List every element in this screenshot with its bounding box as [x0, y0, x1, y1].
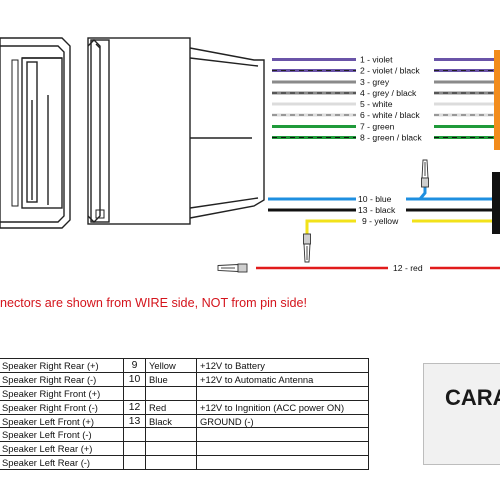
wiring-diagram: 1 - violet 2 - violet / black 3 - grey 4… — [0, 37, 500, 273]
pin-color — [145, 441, 197, 457]
pin-number — [123, 427, 146, 443]
wire-label-13: 13 - black — [358, 205, 396, 215]
wire-label-7: 7 - green — [360, 122, 395, 132]
table-row: Speaker Right Front (+) — [0, 385, 369, 401]
pin-number: 12 — [123, 399, 146, 415]
pin-color — [145, 385, 197, 401]
brand-panel — [423, 363, 500, 465]
table-row: Speaker Right Rear (-) 10 Blue +12V to A… — [0, 371, 369, 387]
pin-number — [123, 441, 146, 457]
pin-function: Speaker Left Front (-) — [0, 427, 124, 443]
connector-housing-left — [0, 37, 71, 229]
table-row: Speaker Left Front (+) 13 Black GROUND (… — [0, 413, 369, 429]
table-row: Speaker Right Front (-) 12 Red +12V to I… — [0, 399, 369, 415]
pin-number — [123, 385, 146, 401]
wire-label-3: 3 - grey — [360, 77, 390, 87]
pin-color — [145, 455, 197, 471]
wire-10-branch — [418, 186, 427, 200]
pin-function: Speaker Right Rear (+) — [0, 358, 124, 373]
wire-label-5: 5 - white — [360, 99, 393, 109]
connector-housing-right — [87, 37, 265, 225]
wire-label-8: 8 - green / black — [360, 133, 422, 143]
wire-label-6: 6 - white / black — [360, 110, 420, 120]
pin-description: +12V to Automatic Antenna — [196, 371, 369, 387]
wire-side-warning: nectors are shown from WIRE side, NOT fr… — [0, 296, 308, 310]
wire-label-4: 4 - grey / black — [360, 88, 417, 98]
pin-assignment-table: Speaker Right Rear (+) 9 Yellow +12V to … — [0, 358, 369, 471]
pin-function: Speaker Left Rear (-) — [0, 455, 124, 471]
pin-function: Speaker Right Front (-) — [0, 399, 124, 415]
pin-number: 10 — [123, 371, 146, 387]
wire-labels-top: 1 - violet 2 - violet / black 3 - grey 4… — [356, 54, 434, 143]
pin-color: Yellow — [145, 358, 197, 373]
wire-label-9: 9 - yellow — [362, 216, 399, 226]
table-row: Speaker Left Rear (-) — [0, 455, 369, 471]
black-connector — [492, 172, 500, 234]
wire-group-power: 10 - blue 13 - black 9 - yellow — [268, 186, 500, 236]
wire-label-1: 1 - violet — [360, 55, 393, 65]
pin-function: Speaker Right Rear (-) — [0, 371, 124, 387]
table-row: Speaker Right Rear (+) 9 Yellow +12V to … — [0, 358, 369, 373]
pin-description: +12V to Ingnition (ACC power ON) — [196, 399, 369, 415]
terminal-yellow — [303, 233, 311, 263]
terminal-red — [217, 263, 248, 273]
pin-color: Black — [145, 413, 197, 429]
pin-number: 13 — [123, 413, 146, 429]
pin-description — [196, 455, 369, 471]
pin-color — [145, 427, 197, 443]
pin-description: +12V to Battery — [196, 358, 369, 373]
pin-number — [123, 455, 146, 471]
wire-label-12: 12 - red — [393, 263, 423, 273]
pin-function: Speaker Left Front (+) — [0, 413, 124, 429]
pin-description — [196, 441, 369, 457]
wire-group-ignition: 12 - red — [217, 263, 500, 273]
pin-color: Red — [145, 399, 197, 415]
pin-function: Speaker Right Front (+) — [0, 385, 124, 401]
pin-number: 9 — [123, 358, 146, 373]
wire-label-2: 2 - violet / black — [360, 66, 420, 76]
pin-description: GROUND (-) — [196, 413, 369, 429]
wire-label-10: 10 - blue — [358, 194, 392, 204]
table-row: Speaker Left Front (-) — [0, 427, 369, 443]
table-row: Speaker Left Rear (+) — [0, 441, 369, 457]
pin-description — [196, 385, 369, 401]
orange-connector — [494, 50, 500, 150]
terminal-blue — [421, 159, 429, 188]
pin-function: Speaker Left Rear (+) — [0, 441, 124, 457]
pin-description — [196, 427, 369, 443]
pin-color: Blue — [145, 371, 197, 387]
brand-logo-text: CARA — [445, 385, 500, 410]
